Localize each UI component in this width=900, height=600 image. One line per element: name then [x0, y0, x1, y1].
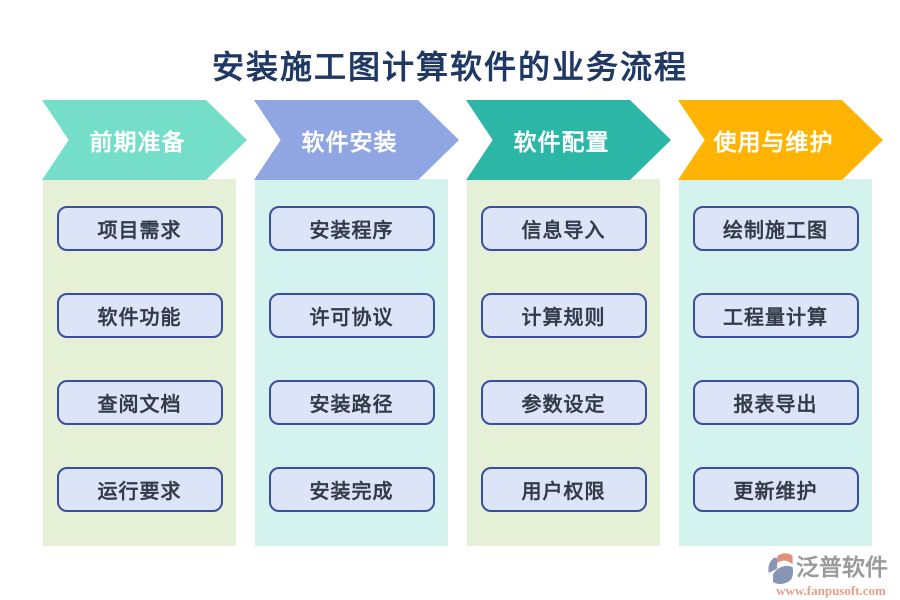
flow-step-label: 安装程序: [309, 220, 394, 242]
flow-step-label: 项目需求: [97, 220, 182, 242]
flow-step-box: 安装完成: [268, 467, 435, 512]
flow-step-label: 用户权限: [521, 481, 606, 503]
stage-panel: 项目需求 软件功能 查阅文档 运行要求: [43, 179, 236, 546]
flow-step-label: 运行要求: [97, 481, 182, 503]
flow-step-box: 安装程序: [268, 206, 435, 251]
stage-panel: 绘制施工图 工程量计算 报表导出 更新维护: [679, 179, 872, 546]
flow-step-label: 报表导出: [733, 394, 818, 416]
flow-step-box: 计算规则: [480, 293, 647, 338]
stage-arrow-label: 软件安装: [301, 129, 398, 155]
flow-step-label: 绘制施工图: [723, 220, 828, 242]
flow-step-box: 工程量计算: [692, 293, 859, 338]
stage-arrow-label: 软件配置: [513, 129, 610, 155]
flow-step-label: 安装路径: [309, 394, 394, 416]
flow-step-box: 信息导入: [480, 206, 647, 251]
flow-step-label: 信息导入: [521, 220, 606, 242]
flow-step-box: 软件功能: [56, 293, 223, 338]
flow-step-box: 许可协议: [268, 293, 435, 338]
fanpu-pinwheel-icon: [766, 550, 794, 586]
stage-panel: 安装程序 许可协议 安装路径 安装完成: [255, 179, 448, 546]
stage-arrow-header: 使用与维护: [678, 100, 883, 180]
flow-step-label: 参数设定: [521, 394, 606, 416]
flow-step-label: 许可协议: [309, 307, 394, 329]
flow-step-box: 更新维护: [692, 467, 859, 512]
flow-step-label: 工程量计算: [723, 307, 828, 329]
brand-row: 泛普软件: [766, 550, 896, 586]
flow-step-label: 安装完成: [309, 481, 394, 503]
flow-step-box: 安装路径: [268, 380, 435, 425]
flow-step-label: 计算规则: [521, 307, 606, 329]
brand-name: 泛普软件: [796, 554, 888, 581]
stage-column: 前期准备 项目需求 软件功能 查阅文档 运行要求: [42, 100, 247, 546]
brand-footer: 泛普软件 www.fanpusoft.com: [766, 550, 896, 599]
flow-step-box: 项目需求: [56, 206, 223, 251]
stage-column: 使用与维护 绘制施工图 工程量计算 报表导出 更新维护: [678, 100, 883, 546]
stage-arrow-label: 前期准备: [89, 129, 186, 155]
flow-step-box: 参数设定: [480, 380, 647, 425]
flow-step-box: 用户权限: [480, 467, 647, 512]
stage-column: 软件配置 信息导入 计算规则 参数设定 用户权限: [466, 100, 671, 546]
page-title: 安装施工图计算软件的业务流程: [211, 49, 688, 85]
flow-step-label: 软件功能: [97, 307, 182, 329]
stage-arrow-header: 软件安装: [254, 100, 459, 180]
flow-step-box: 绘制施工图: [692, 206, 859, 251]
flow-step-label: 更新维护: [733, 481, 818, 503]
stage-arrow-header: 软件配置: [466, 100, 671, 180]
stage-arrow-label: 使用与维护: [713, 129, 834, 155]
flow-step-box: 报表导出: [692, 380, 859, 425]
flow-step-label: 查阅文档: [97, 394, 182, 416]
flow-step-box: 查阅文档: [56, 380, 223, 425]
brand-url: www.fanpusoft.com: [776, 583, 886, 598]
stage-column: 软件安装 安装程序 许可协议 安装路径 安装完成: [254, 100, 459, 546]
flow-step-box: 运行要求: [56, 467, 223, 512]
stage-panel: 信息导入 计算规则 参数设定 用户权限: [467, 179, 660, 546]
stage-arrow-header: 前期准备: [42, 100, 247, 180]
